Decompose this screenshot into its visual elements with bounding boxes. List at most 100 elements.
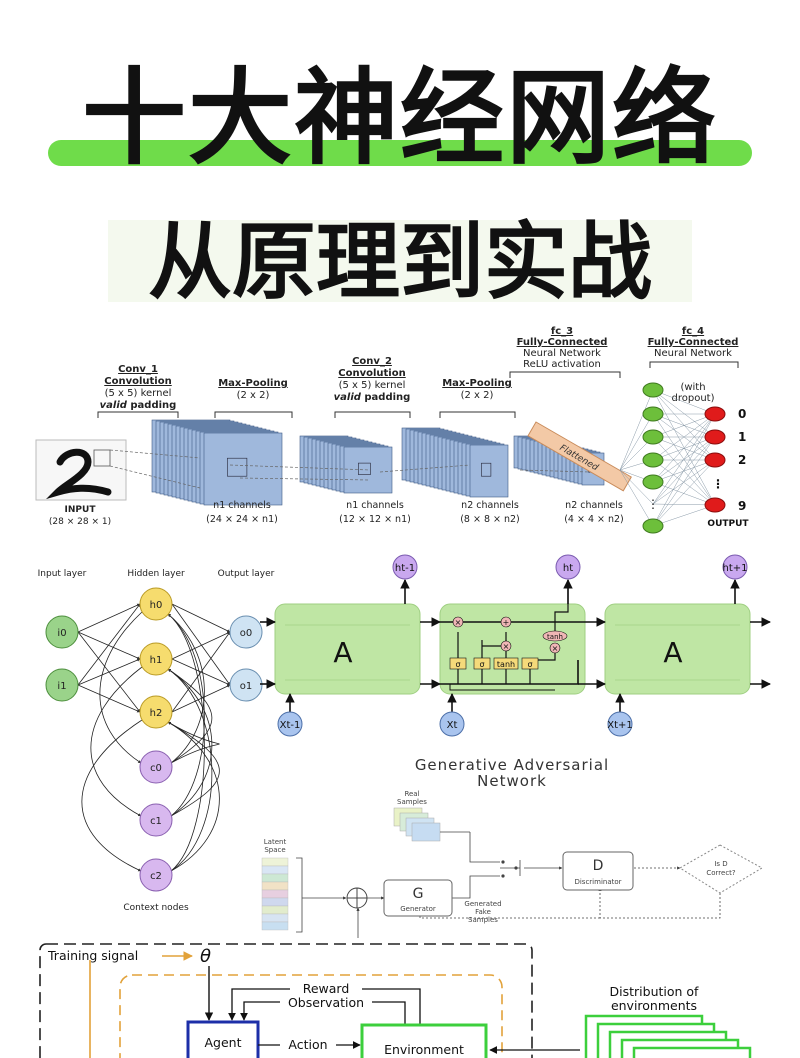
rnn-input-node-label: i1 — [57, 681, 66, 692]
pool2-name: Max-Pooling — [442, 378, 512, 389]
h-prev-label: ht-1 — [395, 563, 415, 574]
pool1-window — [358, 462, 371, 475]
rnn-hidden-layer-title: Hidden layer — [127, 569, 185, 579]
lstm-cell-left-label: A — [333, 636, 352, 669]
fc3-name: fc_3 — [551, 326, 573, 337]
subtitle-highlight — [108, 220, 692, 302]
rnn-input-node — [45, 615, 79, 649]
x-next-label: Xt+1 — [607, 720, 633, 731]
tanh-op — [542, 630, 568, 642]
input-image — [35, 439, 127, 501]
conv2-feature-stack — [401, 427, 509, 498]
conv1-bracket — [97, 411, 179, 418]
multiply-op-output-label: × — [552, 644, 559, 653]
subtitle-block: 从原理到实战 — [0, 208, 800, 311]
fc-edge-out — [652, 389, 716, 506]
subtitle: 从原理到实战 — [147, 213, 652, 311]
pool1-bracket — [214, 411, 293, 418]
lstm-cell-left — [274, 603, 421, 695]
gan-switch — [501, 860, 518, 878]
environment-box[interactable] — [360, 1023, 488, 1058]
layer1-channels: n1 channels — [213, 500, 271, 511]
fc-connections — [619, 389, 716, 527]
latent-cell — [261, 857, 289, 867]
rnn-context-node — [139, 858, 173, 892]
candidate-gate-label: tanh — [497, 660, 515, 669]
fake-samples-line1: Generated — [464, 900, 501, 908]
fc-edge-in — [619, 469, 654, 505]
rnn-output-node-label: o1 — [240, 681, 252, 692]
layer3-dim: (8 × 8 × n2) — [460, 514, 520, 525]
generator-box — [383, 879, 453, 917]
discriminator-letter: D — [593, 858, 604, 874]
fc-edge-out — [652, 481, 716, 506]
output-digits: 0 1 2 ⋮ 9 — [712, 407, 746, 513]
discriminator-box — [562, 851, 634, 891]
agent-box[interactable] — [186, 1020, 260, 1058]
fc4-node — [704, 429, 726, 445]
layer4-channels: n2 channels — [565, 500, 623, 511]
rnn-input-node-label: i0 — [57, 628, 66, 639]
pool2-size: (2 x 2) — [461, 390, 494, 401]
h-prev-node — [392, 554, 418, 580]
rnn-input-layer-title: Input layer — [38, 569, 87, 579]
fc4-dropout1: (with — [680, 382, 705, 393]
rnn-hidden-node — [139, 642, 173, 676]
candidate-gate — [493, 657, 519, 670]
fc4-dropout2: dropout) — [672, 393, 715, 404]
latent-cell — [261, 905, 289, 915]
fc4-type: Fully-Connected — [648, 337, 739, 348]
rnn-hidden-node-label: h1 — [150, 655, 163, 666]
fc3-type: Fully-Connected — [517, 337, 608, 348]
lstm-cell-right — [604, 603, 751, 695]
latent-cell — [261, 865, 289, 875]
add-op-label: + — [503, 618, 510, 627]
lstm-pointwise-ops: × + × × tanh — [452, 616, 568, 654]
rnn-context-node-label: c0 — [150, 763, 162, 774]
kernel-window — [93, 449, 111, 467]
fc-edge-out — [652, 413, 716, 527]
lstm-cell-middle — [439, 603, 586, 695]
gan-title-line1: Generative Adversarial — [415, 756, 609, 774]
main-title: 十大神经网络 — [81, 57, 718, 179]
conv2-bracket — [334, 411, 411, 418]
fc-edge-out — [652, 459, 716, 505]
conv2-padding: valid padding — [334, 392, 411, 403]
fc4-node — [704, 497, 726, 513]
fc3-bracket — [509, 371, 621, 378]
rnn-hidden-node — [139, 695, 173, 729]
pool2-bracket — [439, 411, 516, 418]
conv2-window — [481, 462, 492, 477]
fc3-node — [642, 518, 664, 534]
rnn-hidden-node — [139, 587, 173, 621]
layer3-channels: n2 channels — [461, 500, 519, 511]
correct-line1: Is D — [714, 860, 727, 868]
fc-edge-out — [652, 413, 716, 483]
latent-space-vector — [261, 857, 289, 931]
lstm-flows — [260, 579, 771, 712]
observation-label: Observation — [288, 995, 364, 1010]
fc-edge-out — [652, 459, 716, 483]
layer4-dim: (4 × 4 × n2) — [564, 514, 624, 525]
pool1-feature-stack — [299, 435, 393, 494]
multiply-op-input — [500, 640, 512, 652]
multiply-op-forget-label: × — [455, 618, 462, 627]
rnn-connections — [77, 603, 231, 872]
fc-edge-out — [652, 459, 716, 527]
output-gate — [521, 657, 539, 670]
fc-edge-in — [619, 469, 654, 527]
cnn-layer-dims: n1 channels (24 × 24 × n1) n1 channels (… — [206, 500, 624, 525]
conv1-feature-stack — [151, 419, 283, 506]
layer2-channels: n1 channels — [346, 500, 404, 511]
fc-edge-in — [619, 413, 654, 471]
x-next-node — [607, 711, 633, 737]
forget-gate — [449, 657, 467, 670]
rnn-output-layer-title: Output layer — [218, 569, 275, 579]
decision-diamond — [679, 844, 764, 894]
latent-cell — [261, 921, 289, 931]
multiply-op-input-label: × — [503, 642, 510, 651]
latent-cell — [261, 881, 289, 891]
gan-arrows — [302, 831, 721, 938]
fc3-node — [642, 382, 664, 398]
